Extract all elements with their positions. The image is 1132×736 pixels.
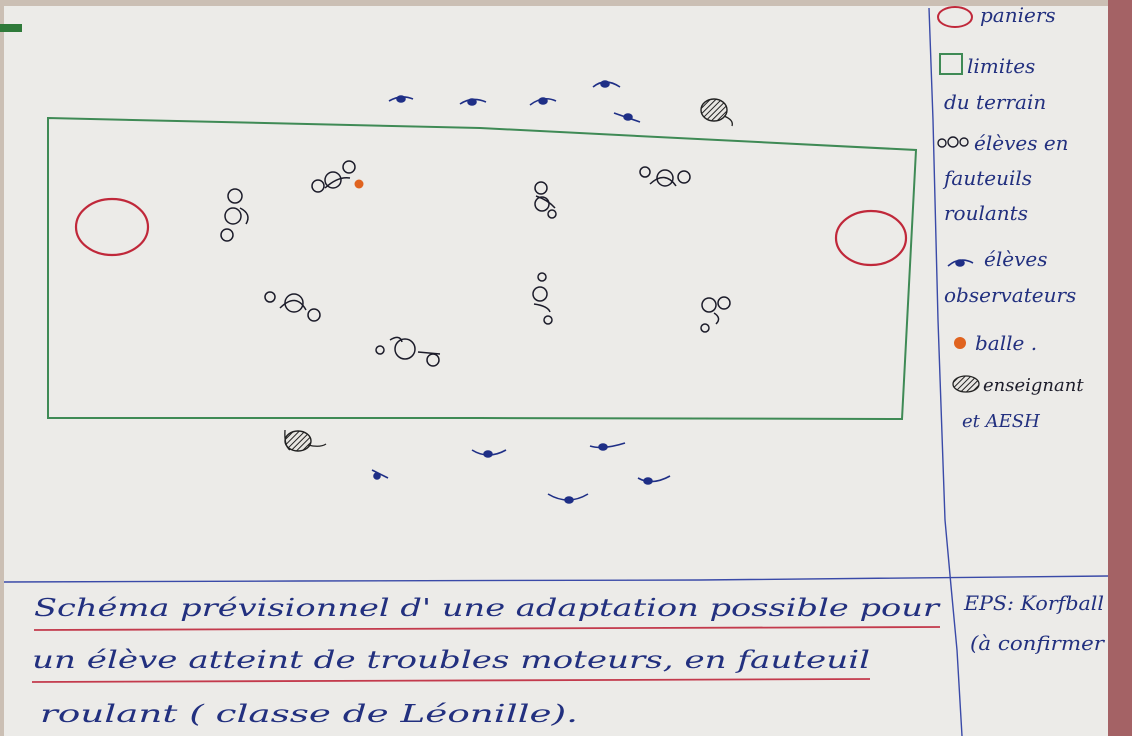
subject-line-2: (à confirmer — [970, 631, 1106, 655]
caption-line-3: roulant ( classe de Léonille). — [40, 700, 578, 728]
legend-label-et-aesh: et AESH — [962, 411, 1040, 432]
paper — [4, 6, 1108, 736]
legend-label-limites: limites — [967, 54, 1035, 78]
paper-left-edge-tab — [0, 24, 22, 32]
hatched-circle-icon — [953, 376, 979, 392]
legend-label-fauteuils: fauteuils — [942, 166, 1032, 190]
legend-label-enseignant: enseignant — [983, 375, 1084, 396]
legend-label-eleves: élèves — [984, 247, 1047, 271]
legend-label-observateurs: observateurs — [944, 283, 1076, 307]
orange-dot-icon — [954, 337, 966, 349]
caption-line-1: Schéma prévisionnel d' une adaptation po… — [34, 594, 941, 622]
paper-right-edge — [1108, 0, 1132, 736]
legend-label-eleves-en: élèves en — [974, 131, 1069, 155]
ball-icon — [355, 180, 364, 189]
legend-label-du-terrain: du terrain — [944, 90, 1046, 114]
legend-label-paniers: paniers — [980, 3, 1056, 27]
subject-line-1: EPS: Korfball — [963, 591, 1104, 615]
caption-line-2: un élève atteint de troubles moteurs, en… — [32, 646, 870, 674]
legend-label-balle: balle . — [975, 331, 1037, 355]
legend-label-roulants: roulants — [944, 201, 1028, 225]
